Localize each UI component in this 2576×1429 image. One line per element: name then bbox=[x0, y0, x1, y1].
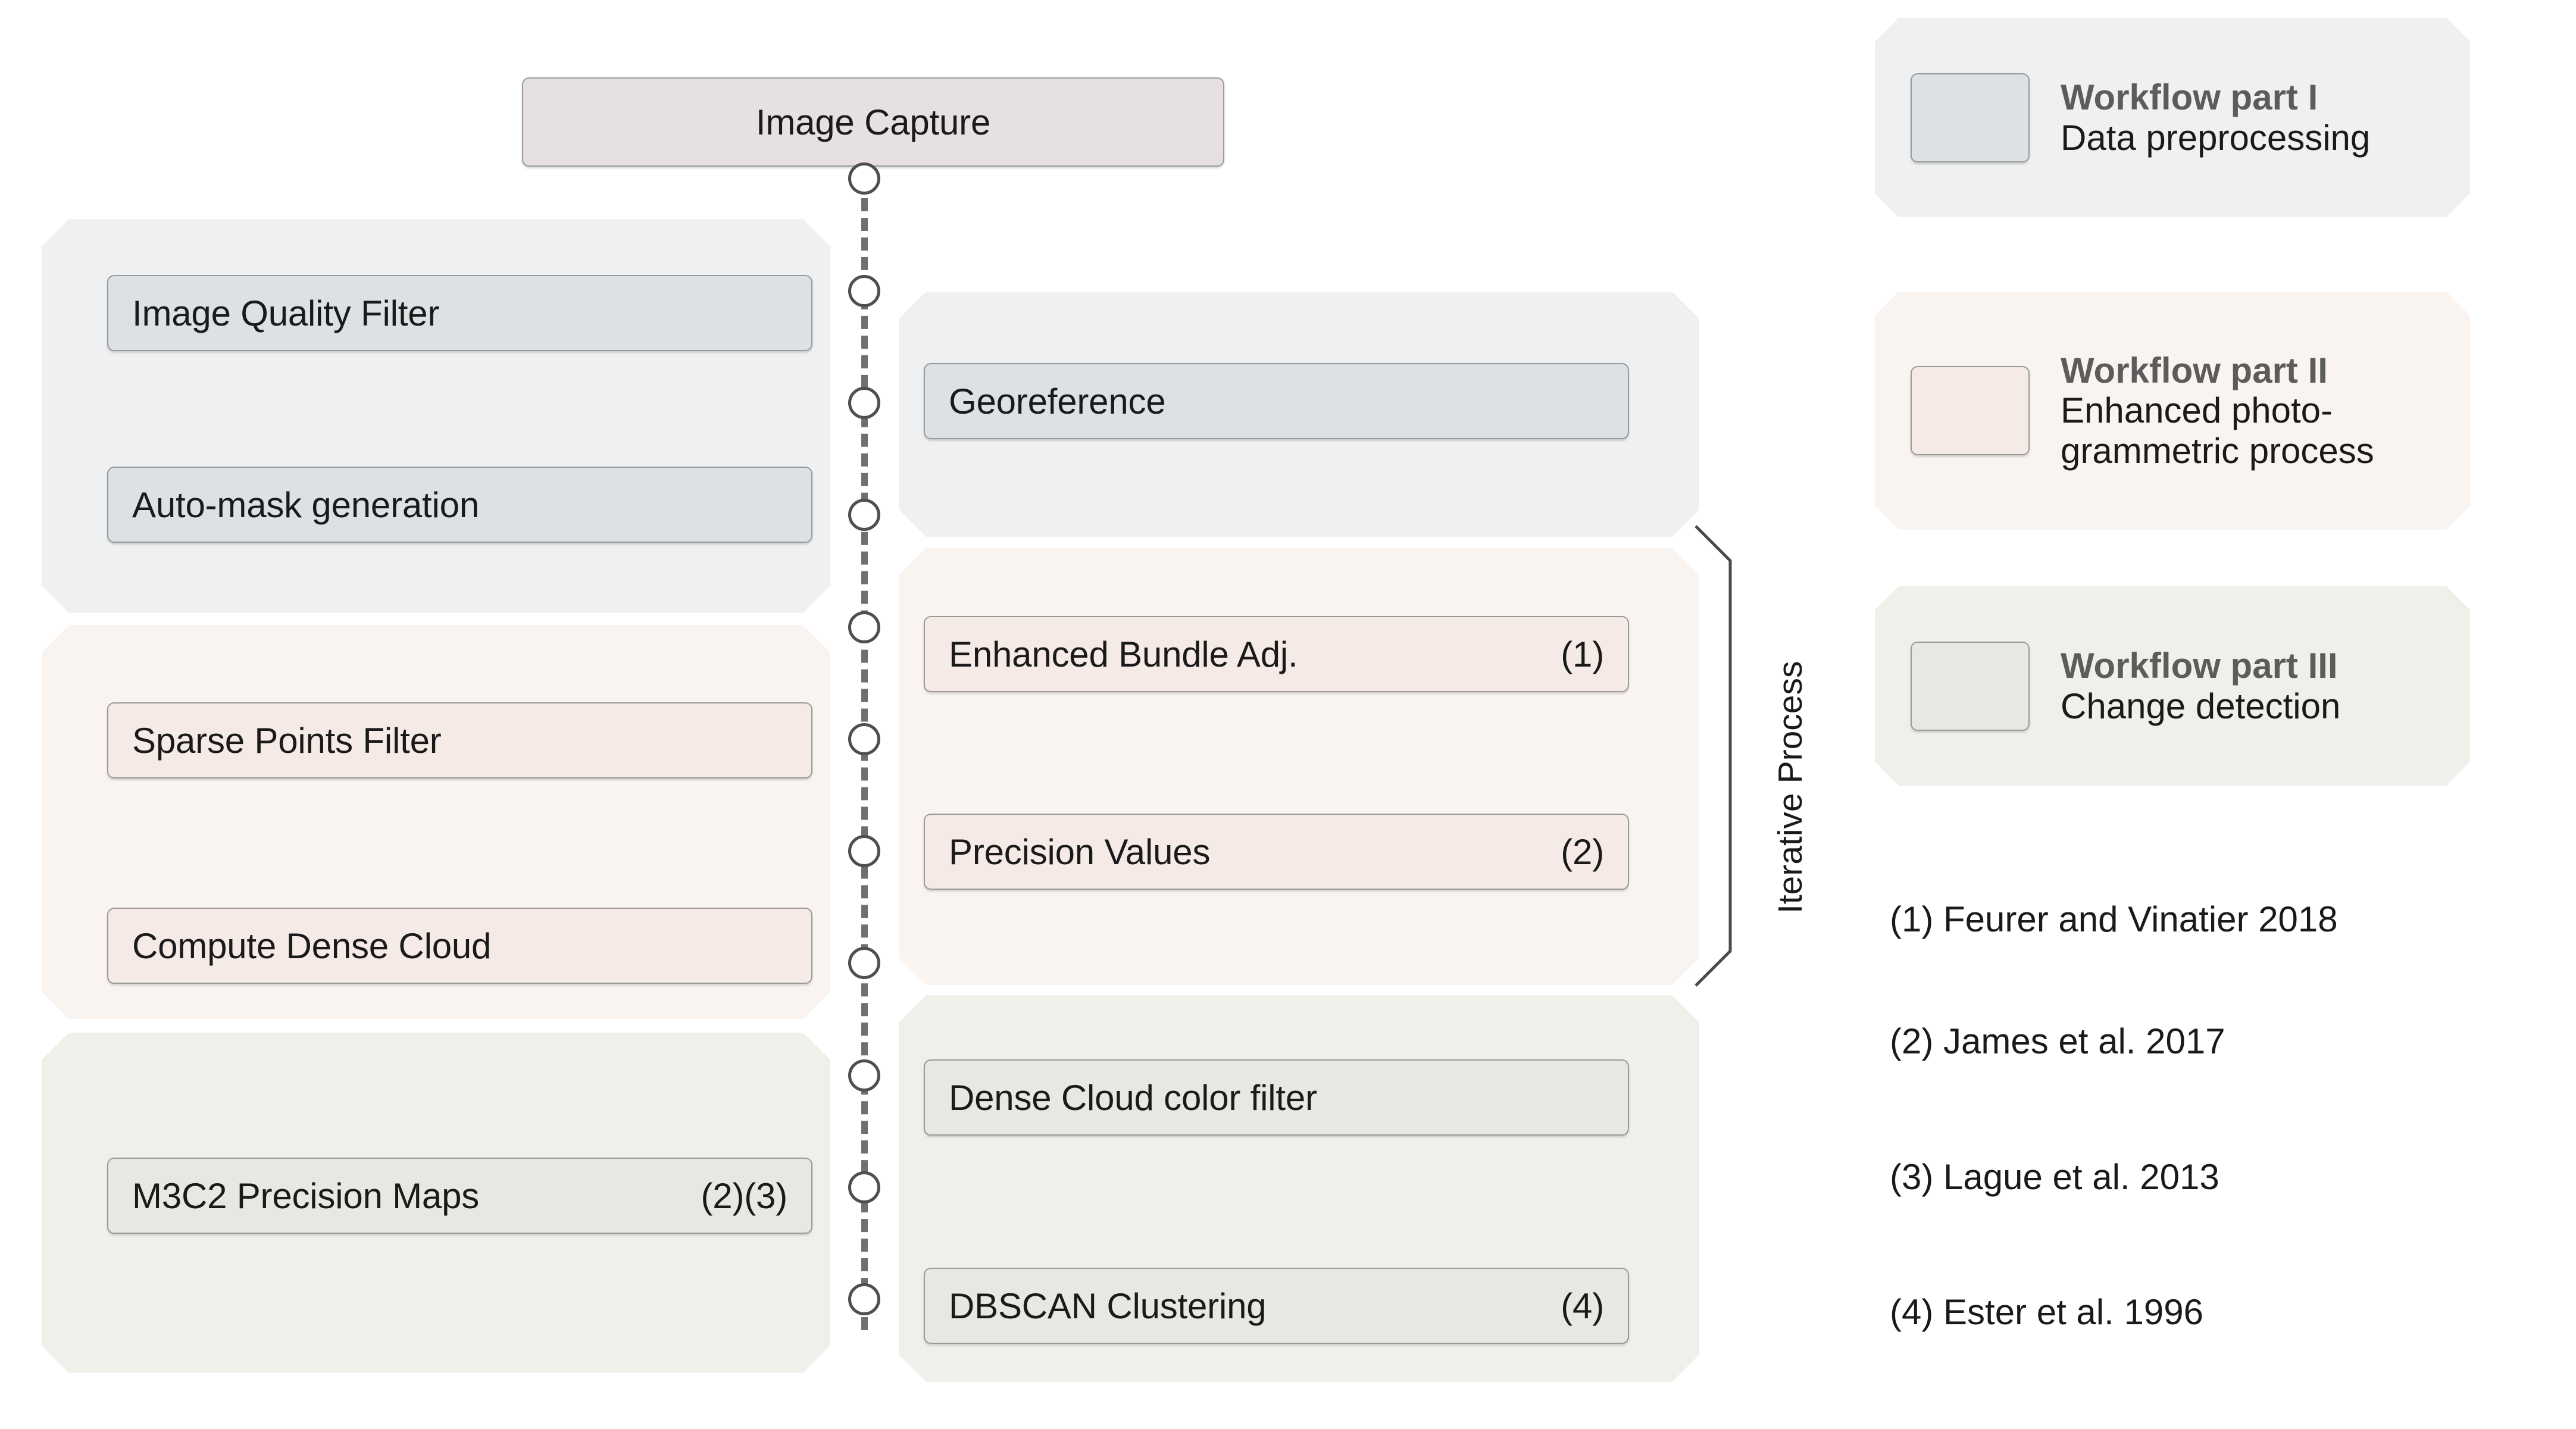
legend-subtitle: Enhanced photo-grammetric process bbox=[2061, 390, 2374, 471]
step-reference: (2)(3) bbox=[701, 1175, 788, 1216]
reference-item-3: (3) Lague et al. 2013 bbox=[1890, 1157, 2219, 1197]
step-label: Dense Cloud color filter bbox=[949, 1077, 1317, 1118]
timeline-node-3[interactable] bbox=[848, 387, 880, 419]
timeline-node-11[interactable] bbox=[848, 1283, 880, 1315]
step-sparse-points-filter[interactable]: Sparse Points Filter bbox=[107, 702, 812, 778]
reference-item-1: (1) Feurer and Vinatier 2018 bbox=[1890, 899, 2338, 939]
step-label: Georeference bbox=[949, 381, 1166, 421]
step-m3c2-precision-maps[interactable]: M3C2 Precision Maps (2)(3) bbox=[107, 1158, 812, 1234]
timeline-node-9[interactable] bbox=[848, 1059, 880, 1092]
legend-text-part-1: Workflow part I Data preprocessing bbox=[2061, 77, 2370, 157]
legend-title: Workflow part I bbox=[2061, 77, 2318, 118]
legend-swatch-part-2 bbox=[1911, 366, 2030, 455]
timeline-node-2[interactable] bbox=[848, 275, 880, 307]
step-label: Sparse Points Filter bbox=[132, 720, 442, 761]
step-reference: (2) bbox=[1561, 831, 1604, 872]
step-label: Image Capture bbox=[755, 102, 991, 142]
legend-text-part-2: Workflow part II Enhanced photo-grammetr… bbox=[2061, 351, 2501, 471]
timeline-node-6[interactable] bbox=[848, 723, 880, 755]
reference-item-4: (4) Ester et al. 1996 bbox=[1890, 1292, 2203, 1332]
iterative-process-bracket bbox=[1695, 525, 1732, 987]
timeline-node-10[interactable] bbox=[848, 1171, 880, 1203]
step-label: Auto-mask generation bbox=[132, 484, 479, 525]
legend-title: Workflow part III bbox=[2061, 646, 2338, 686]
step-label: Precision Values bbox=[949, 831, 1211, 872]
legend-item-workflow-part-1: Workflow part I Data preprocessing bbox=[1875, 18, 2470, 217]
legend-item-workflow-part-3: Workflow part III Change detection bbox=[1875, 586, 2470, 786]
timeline-node-8[interactable] bbox=[848, 947, 880, 979]
step-precision-values[interactable]: Precision Values (2) bbox=[924, 814, 1629, 890]
legend-swatch-part-3 bbox=[1911, 642, 2030, 731]
step-label: Compute Dense Cloud bbox=[132, 925, 492, 966]
timeline-node-7[interactable] bbox=[848, 835, 880, 867]
iterative-process-label: Iterative Process bbox=[1771, 661, 1809, 914]
step-image-capture[interactable]: Image Capture bbox=[522, 77, 1224, 167]
legend-swatch-part-1 bbox=[1911, 73, 2030, 162]
step-label: M3C2 Precision Maps bbox=[132, 1175, 480, 1216]
timeline-node-4[interactable] bbox=[848, 499, 880, 531]
step-reference: (1) bbox=[1561, 634, 1604, 674]
step-dbscan-clustering[interactable]: DBSCAN Clustering (4) bbox=[924, 1268, 1629, 1344]
step-image-quality-filter[interactable]: Image Quality Filter bbox=[107, 275, 812, 351]
step-compute-dense-cloud[interactable]: Compute Dense Cloud bbox=[107, 908, 812, 984]
step-label: Enhanced Bundle Adj. bbox=[949, 634, 1298, 674]
timeline-node-5[interactable] bbox=[848, 611, 880, 643]
legend-item-workflow-part-2: Workflow part II Enhanced photo-grammetr… bbox=[1875, 292, 2470, 530]
reference-item-2: (2) James et al. 2017 bbox=[1890, 1021, 2225, 1061]
step-reference: (4) bbox=[1561, 1286, 1604, 1326]
step-label: Image Quality Filter bbox=[132, 293, 440, 333]
panel-workflow-part-2-right bbox=[899, 548, 1699, 985]
step-auto-mask-generation[interactable]: Auto-mask generation bbox=[107, 467, 812, 543]
legend-text-part-3: Workflow part III Change detection bbox=[2061, 646, 2340, 726]
step-enhanced-bundle-adj[interactable]: Enhanced Bundle Adj. (1) bbox=[924, 616, 1629, 692]
step-dense-cloud-color-filter[interactable]: Dense Cloud color filter bbox=[924, 1059, 1629, 1136]
step-georeference[interactable]: Georeference bbox=[924, 363, 1629, 439]
legend-subtitle: Change detection bbox=[2061, 686, 2341, 726]
legend-title: Workflow part II bbox=[2061, 351, 2328, 391]
step-label: DBSCAN Clustering bbox=[949, 1286, 1267, 1326]
legend-subtitle: Data preprocessing bbox=[2061, 117, 2371, 158]
timeline-node-1[interactable] bbox=[848, 162, 880, 195]
